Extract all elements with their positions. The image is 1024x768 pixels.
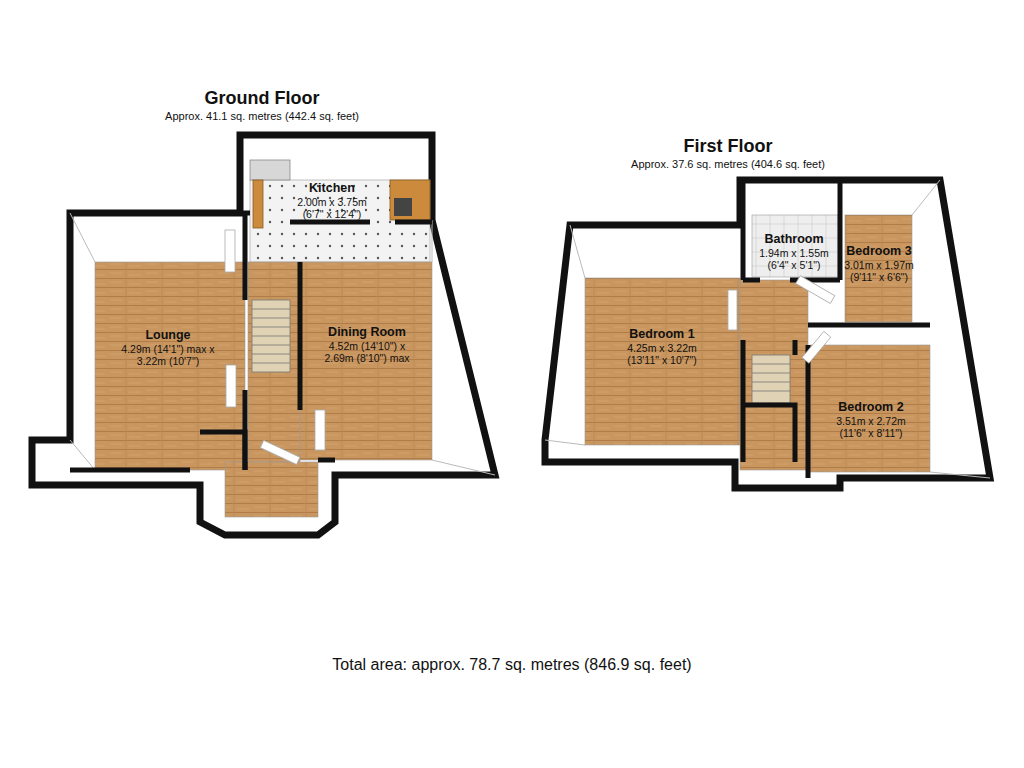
room-name: Kitchen	[288, 182, 376, 196]
room-label: Bathroom1.94m x 1.55m (6'4" x 5'1")	[752, 231, 836, 273]
room-dimensions: 1.94m x 1.55m (6'4" x 5'1")	[754, 247, 834, 271]
wall-edge	[930, 472, 990, 478]
floor-name: First Floor	[530, 136, 926, 158]
floor-area: Approx. 37.6 sq. metres (404.6 sq. feet)	[530, 158, 926, 171]
door-leaf	[225, 230, 325, 465]
wall-edge	[545, 440, 585, 445]
room-label: Kitchen2.00m x 3.75m (6'7" x 12'4")	[286, 180, 378, 222]
dining-floor	[300, 262, 432, 460]
room-name: Lounge	[119, 329, 217, 343]
room-dimensions: 4.29m (14'1") max x 3.22m (10'7")	[119, 343, 217, 367]
room-label: Lounge4.29m (14'1") max x 3.22m (10'7")	[117, 327, 219, 369]
floor-name: Ground Floor	[30, 88, 494, 110]
hall-floor	[248, 262, 300, 462]
floor-plan-level: Ground FloorApprox. 41.1 sq. metres (442…	[30, 88, 494, 538]
staircase	[252, 300, 290, 372]
room-name: Dining Room	[320, 326, 414, 340]
stair-steps	[752, 364, 790, 391]
room-dimensions: 4.25m x 3.22m (13'11" x 10'7")	[618, 342, 706, 366]
floor-heading: First FloorApprox. 37.6 sq. metres (404.…	[530, 136, 926, 171]
door-leaf	[728, 276, 835, 364]
interior-wall	[743, 180, 930, 478]
room-label: Bedroom 14.25m x 3.22m (13'11" x 10'7")	[616, 326, 708, 368]
room-name: Bathroom	[754, 233, 834, 247]
kitchen-door	[253, 180, 263, 228]
bedroom-floor	[585, 278, 740, 445]
kitchen-counter	[390, 180, 430, 220]
stair-steps	[252, 309, 290, 363]
room-label: Bedroom 23.51m x 2.72m (11'6" x 8'11")	[829, 399, 913, 441]
floor-heading: Ground FloorApprox. 41.1 sq. metres (442…	[30, 88, 494, 123]
porch-floor	[225, 462, 318, 517]
room-name: Bedroom 2	[831, 401, 911, 415]
room-label: Bedroom 33.01m x 1.97m (9'11" x 6'6")	[840, 243, 918, 285]
outer-wall	[545, 180, 990, 488]
wall-edge	[432, 220, 433, 262]
room-name: Bedroom 1	[618, 328, 706, 342]
room-dimensions: 3.51m x 2.72m (11'6" x 8'11")	[831, 415, 911, 439]
hob-symbol	[394, 198, 412, 216]
floor-plan-level: First FloorApprox. 37.6 sq. metres (404.…	[530, 136, 926, 496]
wall-edge	[912, 180, 940, 215]
staircase	[752, 355, 790, 403]
wall-edge	[432, 460, 495, 475]
wall-edge	[70, 213, 95, 262]
bathroom-floor	[752, 215, 838, 277]
floor-area: Approx. 41.1 sq. metres (442.4 sq. feet)	[30, 110, 494, 123]
room-dimensions: 4.52m (14'10") x 2.69m (8'10") max	[320, 340, 414, 364]
room-label: Dining Room4.52m (14'10") x 2.69m (8'10"…	[318, 324, 416, 366]
lounge-floor	[95, 262, 245, 470]
room-dimensions: 2.00m x 3.75m (6'7" x 12'4")	[288, 196, 376, 220]
wall-edge	[570, 225, 585, 278]
outer-wall	[32, 135, 495, 535]
landing-floor	[740, 280, 808, 470]
interior-wall	[70, 213, 432, 470]
wall-edge	[70, 440, 95, 470]
total-area-caption: Total area: approx. 78.7 sq. metres (846…	[0, 656, 1024, 674]
bedroom-floor	[810, 345, 930, 472]
room-name: Bedroom 3	[842, 245, 916, 259]
room-dimensions: 3.01m x 1.97m (9'11" x 6'6")	[842, 259, 916, 283]
kitchen-counter	[250, 160, 290, 180]
